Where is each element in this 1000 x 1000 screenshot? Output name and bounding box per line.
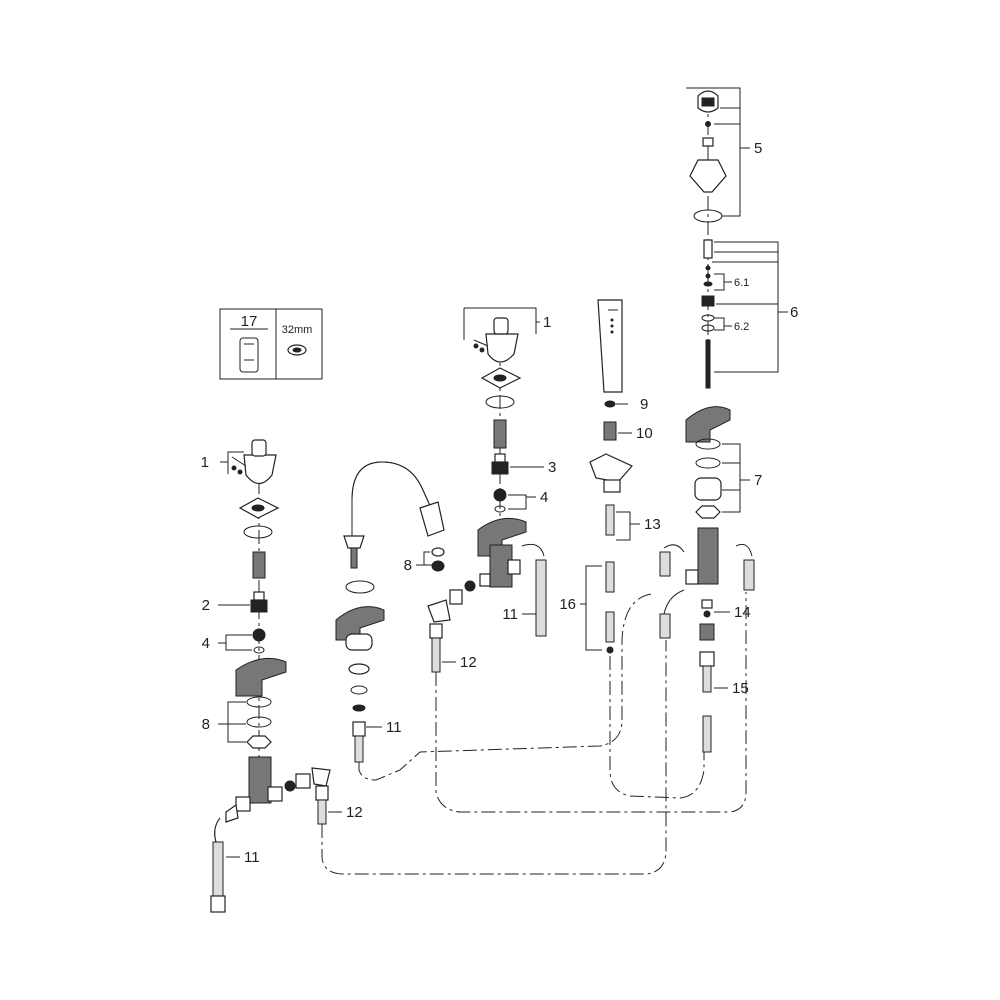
tool-number-label: 17 xyxy=(241,313,258,330)
callout-1-top: 1 xyxy=(543,314,551,331)
spout-assembly xyxy=(335,461,445,763)
callout-4-mid: 4 xyxy=(540,489,548,506)
callout-3: 3 xyxy=(548,459,556,476)
callout-14: 14 xyxy=(734,604,751,621)
callout-4-left: 4 xyxy=(202,635,210,652)
callout-7: 7 xyxy=(754,472,762,489)
cartridge-tool-icon xyxy=(239,337,259,373)
hand-shower-assembly xyxy=(589,299,705,799)
callout-13: 13 xyxy=(644,516,661,533)
callout-labels: 1 2 4 8 11 12 11 8 1 3 4 11 12 9 10 13 1… xyxy=(201,140,799,866)
callout-16: 16 xyxy=(559,596,576,613)
callout-6-1: 6.1 xyxy=(734,277,749,289)
callout-10: 10 xyxy=(636,425,653,442)
callout-5: 5 xyxy=(754,140,762,157)
spout-head xyxy=(419,501,445,537)
leader-lines xyxy=(218,87,788,858)
hand-shower xyxy=(597,299,623,393)
left-valve-assembly xyxy=(210,439,331,913)
hose-routes xyxy=(321,592,747,875)
callout-6-2: 6.2 xyxy=(734,321,749,333)
callout-11-bottom: 11 xyxy=(244,849,260,866)
callout-6: 6 xyxy=(790,304,798,321)
callout-2: 2 xyxy=(202,597,210,614)
tool-box-17: 17 32mm xyxy=(219,308,323,380)
left-handle xyxy=(243,454,277,485)
middle-handle xyxy=(485,333,519,363)
diverter-assembly xyxy=(659,90,755,753)
callout-11-spout: 11 xyxy=(386,719,402,736)
middle-valve-assembly xyxy=(427,317,547,673)
callout-15: 15 xyxy=(732,680,749,697)
callout-8-mid: 8 xyxy=(404,557,412,574)
callout-8-left: 8 xyxy=(202,716,210,733)
tool-size-label: 32mm xyxy=(282,324,313,336)
callout-9: 9 xyxy=(640,396,648,413)
callout-12-mid: 12 xyxy=(460,654,477,671)
callout-1-left: 1 xyxy=(201,454,209,471)
callout-12-left: 12 xyxy=(346,804,363,821)
callout-11-valve: 11 xyxy=(502,606,518,623)
